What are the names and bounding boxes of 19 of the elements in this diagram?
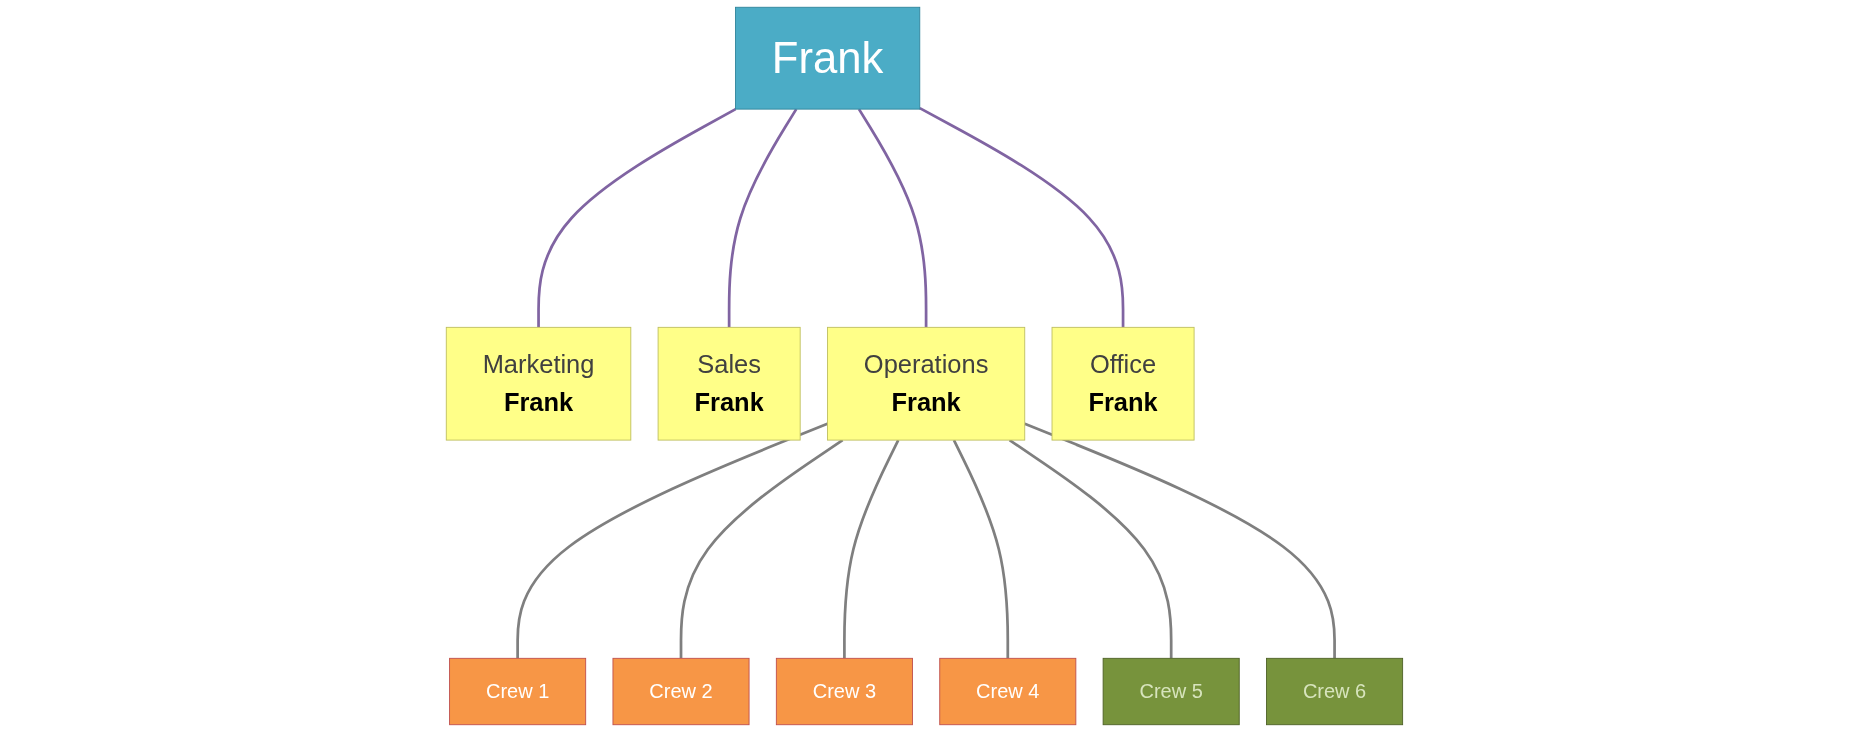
node-box: Crew 4	[939, 657, 1077, 726]
connector	[1024, 422, 1336, 659]
node-box: Sales Frank	[657, 326, 801, 441]
connector	[857, 108, 928, 328]
node-box: Crew 5	[1102, 657, 1240, 726]
node-box: Office Frank	[1051, 326, 1195, 441]
node-box: Crew 1	[449, 657, 587, 726]
node-box: Crew 6	[1266, 657, 1404, 726]
connector	[952, 439, 1010, 659]
connector	[516, 422, 828, 659]
connector	[537, 107, 737, 328]
node-box: Marketing Frank	[445, 326, 632, 441]
node-box: Crew 2	[612, 657, 750, 726]
connector	[727, 108, 798, 328]
node-box: Frank	[735, 6, 921, 110]
node-box: Operations Frank	[827, 326, 1026, 441]
connector	[919, 106, 1125, 328]
node-box: Crew 3	[775, 657, 913, 726]
connector	[843, 439, 900, 659]
